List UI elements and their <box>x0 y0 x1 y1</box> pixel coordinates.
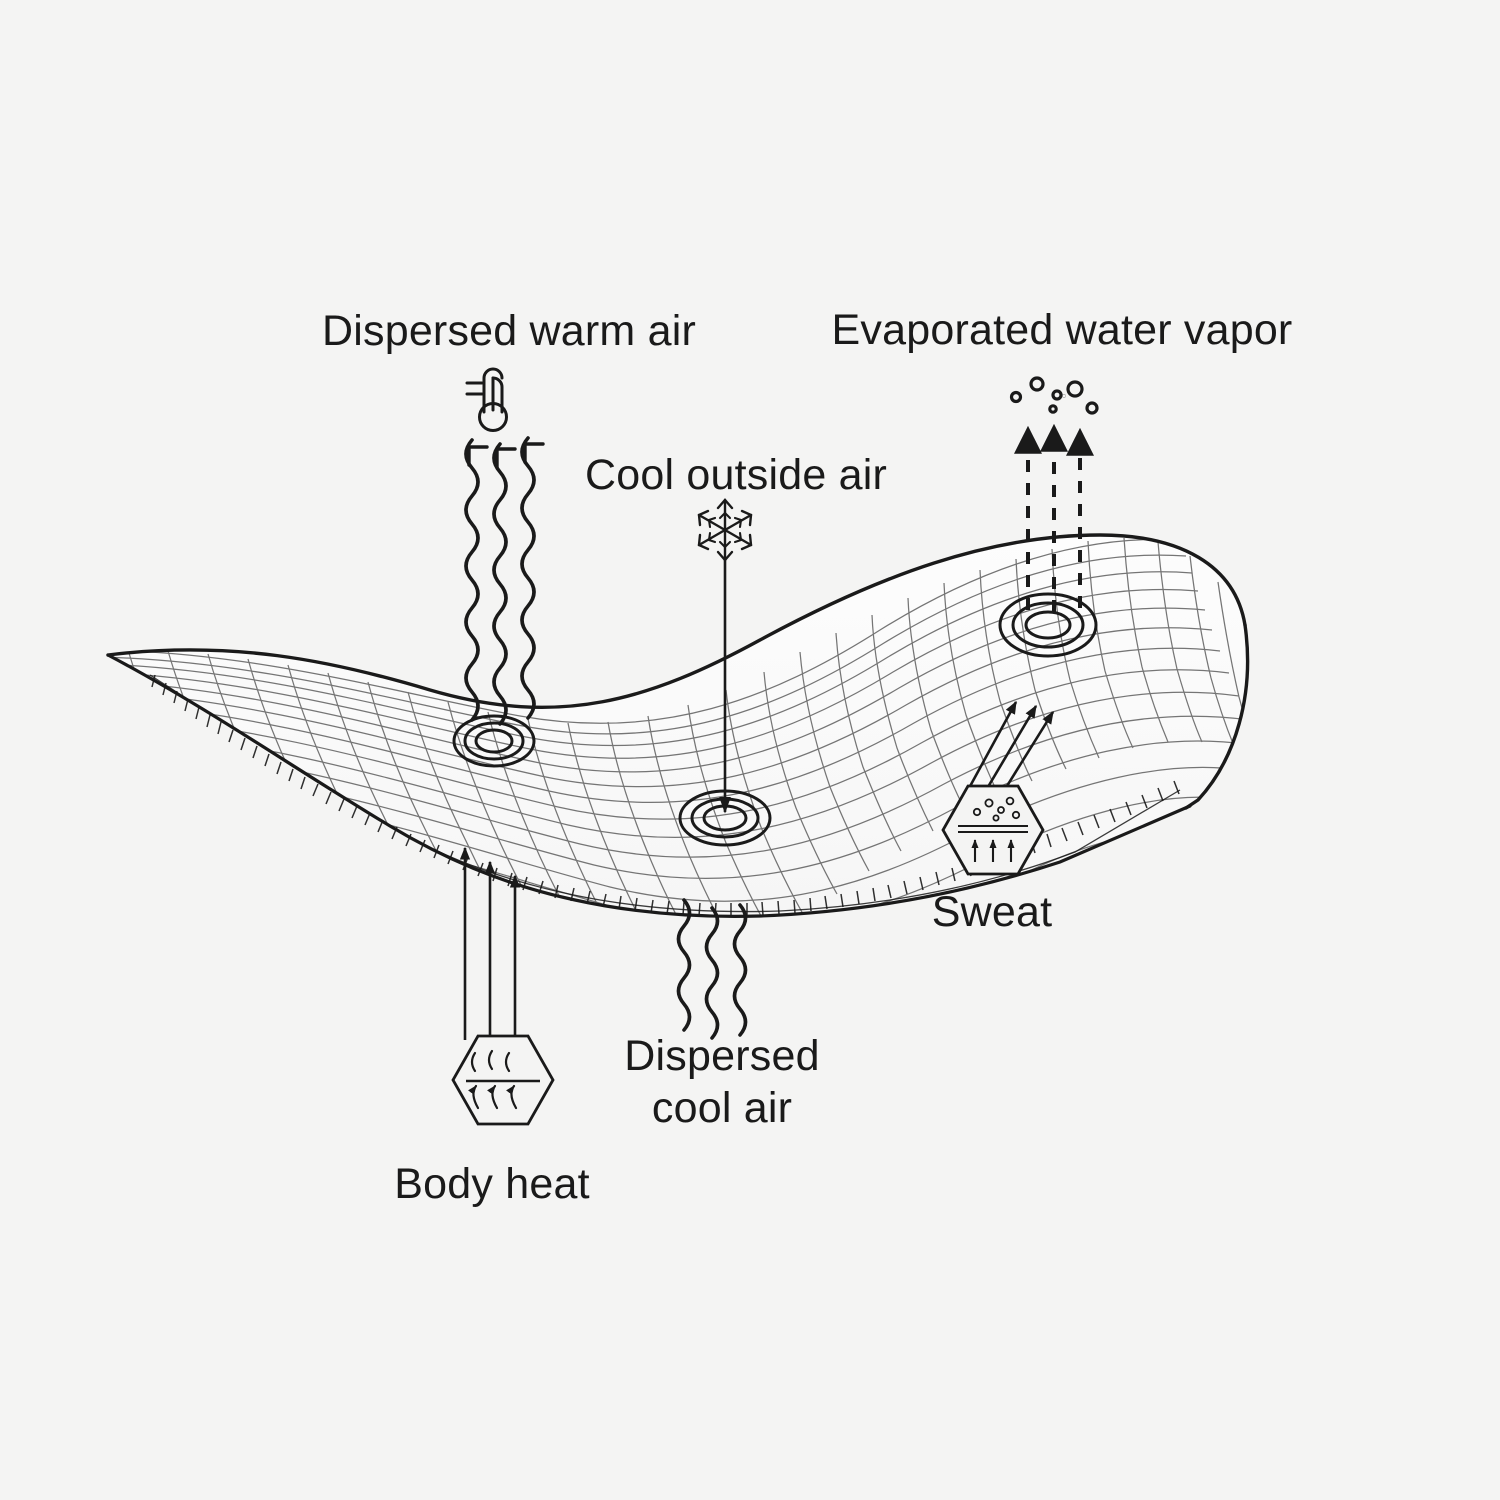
warm-air-arrowhead-3 <box>523 442 545 464</box>
fabric-bottom-edge <box>106 653 1192 918</box>
sweat-arrows <box>966 700 1055 795</box>
label-sweat: Sweat <box>932 888 1053 936</box>
warm-air-arrowhead-1 <box>467 445 489 467</box>
label-dispersed-cool-air-line2: cool air <box>652 1084 792 1132</box>
sweat-hexagon-icon <box>941 784 1045 876</box>
vapor-droplets-icon <box>1009 376 1099 415</box>
warm-air-squiggle-3 <box>520 436 536 720</box>
snowflake-icon <box>697 498 753 562</box>
sweat-arrow-1 <box>966 700 1018 791</box>
fabric-right-edge <box>1184 623 1250 810</box>
label-body-heat: Body heat <box>394 1160 589 1208</box>
label-evaporated-water-vapor: Evaporated water vapor <box>832 306 1293 354</box>
label-cool-outside-air: Cool outside air <box>585 451 887 499</box>
warm-air-arrowhead-2 <box>495 447 517 469</box>
fabric-top-edge <box>106 533 1247 710</box>
dispersed-warm-air-flow <box>464 436 545 726</box>
vapor-dashed-arrows <box>1014 423 1094 612</box>
fabric-edge-hatching <box>151 674 1180 917</box>
sweat-arrow-2 <box>983 704 1038 793</box>
cool-air-squiggle-2 <box>704 906 720 1040</box>
warm-air-squiggle-1 <box>464 438 480 722</box>
cool-air-squiggle-1 <box>676 898 692 1032</box>
fabric-edge-inner-line <box>149 674 1181 913</box>
label-dispersed-cool-air-line1: Dispersed <box>624 1032 819 1080</box>
pore-vapor <box>998 592 1098 658</box>
warm-air-squiggle-2 <box>492 442 508 726</box>
body-heat-arrows <box>459 846 521 1040</box>
label-dispersed-warm-air: Dispersed warm air <box>322 307 696 355</box>
pore-warm-air <box>452 714 536 768</box>
cool-air-squiggle-3 <box>732 903 748 1037</box>
body-heat-hexagon-icon <box>451 1034 555 1126</box>
mesh-grid <box>108 537 1248 917</box>
dispersed-cool-air-flow <box>676 898 748 1040</box>
thermometer-icon <box>465 367 508 432</box>
sweat-arrow-3 <box>1000 710 1055 795</box>
